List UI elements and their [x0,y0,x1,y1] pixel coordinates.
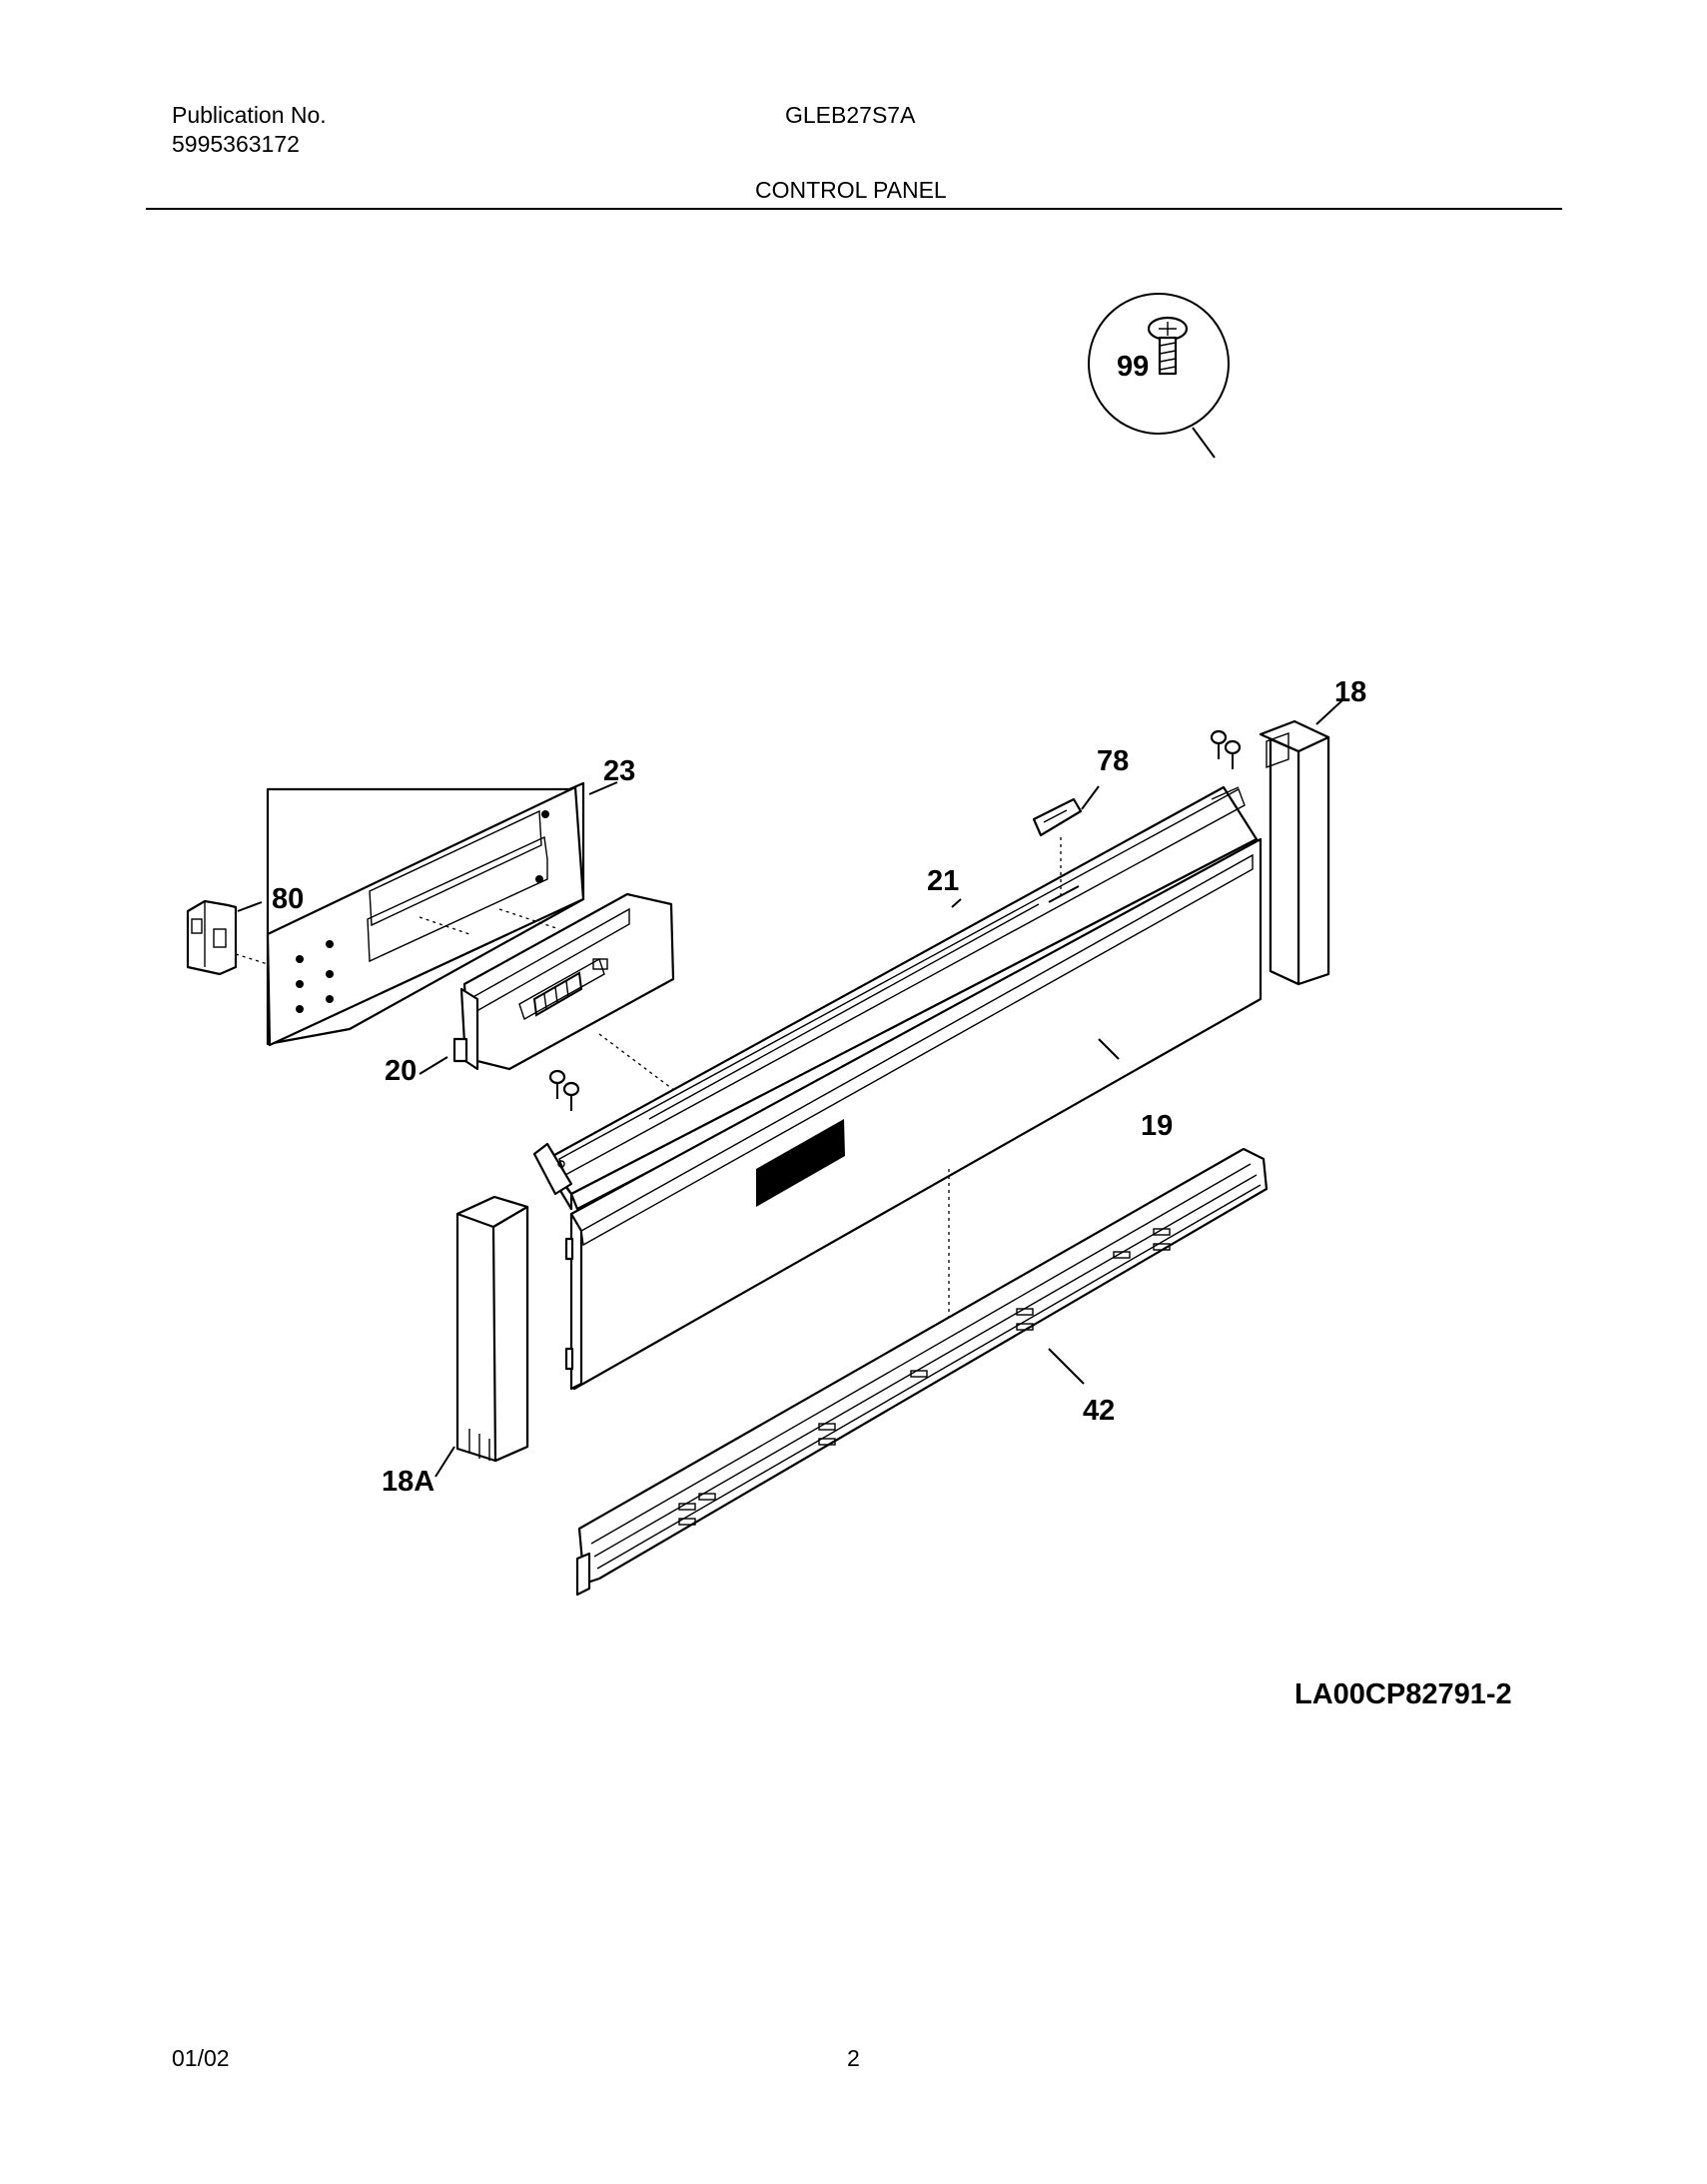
diagram-reference-code: LA00CP82791-2 [1294,1678,1512,1710]
screws-upper-right [1210,729,1242,769]
part-23-board [266,781,618,1047]
callout-78: 78 [1097,745,1129,777]
part-42-vent-trim [575,1147,1269,1597]
publication-label: Publication No. [172,102,327,128]
callout-18a: 18A [382,1466,434,1498]
callout-18: 18 [1334,676,1366,708]
callout-99: 99 [1117,351,1149,383]
part-99-screw-detail [1088,293,1230,459]
part-78-clip [1032,785,1100,899]
vent-slots [678,1228,1171,1526]
footer-date: 01/02 [172,2045,230,2071]
part-18-end-cap-right [1259,698,1344,986]
part-20-electronic-control [419,892,700,1110]
display-window [756,1119,845,1207]
header-rule [146,208,1562,210]
callout-42: 42 [1083,1395,1115,1427]
part-18a-end-cap-left [434,1195,529,1478]
screw-icon [1147,316,1189,376]
callout-19: 19 [1141,1110,1173,1142]
callout-21: 21 [927,865,959,897]
callout-80: 80 [272,883,304,915]
publication-number: 5995363172 [172,131,300,157]
part-19-panel-glass [564,837,1263,1391]
part-80-clip [186,899,269,976]
section-title: CONTROL PANEL [755,177,947,203]
callout-20: 20 [385,1055,417,1087]
footer-page-number: 2 [847,2045,860,2071]
callout-23: 23 [603,755,635,787]
model-number: GLEB27S7A [785,102,916,128]
screws-lower-left [532,1069,580,1196]
